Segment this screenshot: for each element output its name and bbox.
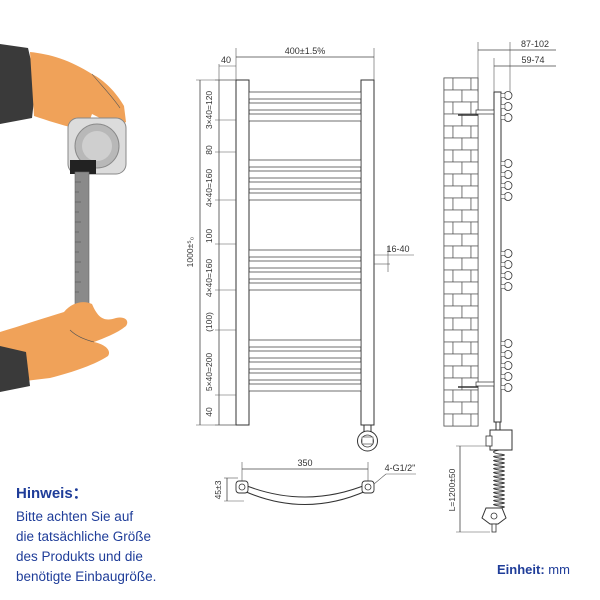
segment-5: 4×40=160: [204, 259, 214, 298]
unit-value: mm: [548, 562, 570, 577]
hint-line-2: die tatsächliche Größe: [16, 529, 152, 544]
front-view: 400±1.5% 40 1000±⁵₀ 3×40=120 80 4×40=160…: [185, 46, 414, 452]
towel-bar: [248, 372, 362, 381]
towel-bar: [248, 350, 362, 359]
segment-8: 40: [204, 407, 214, 417]
measuring-tape-illustration: [0, 44, 128, 392]
right-upright: [360, 79, 375, 426]
towel-bar: [248, 113, 362, 122]
towel-bar: [248, 383, 362, 392]
side-profile: [493, 91, 502, 423]
towel-bar: [248, 282, 362, 291]
side-offset-dimension: 16-40: [386, 244, 409, 254]
depth-total-dimension: 87-102: [521, 39, 549, 49]
segment-1: 3×40=120: [204, 91, 214, 130]
heating-element-side: [489, 429, 513, 451]
cable-length-dimension: L=1200±50: [447, 468, 457, 511]
hint-line-3: des Produkts und die: [16, 549, 143, 564]
depth-inner-dimension: 59-74: [521, 55, 544, 65]
top-view: 350 4-G1/2" 45±3: [213, 458, 416, 505]
towel-bar: [248, 339, 362, 348]
top-offset-dimension: 40: [221, 55, 231, 65]
front-bars: [248, 91, 362, 392]
height-dimension: 1000±⁵₀: [185, 236, 195, 267]
connection-size-label: 4-G1/2": [385, 463, 416, 473]
segment-3: 4×40=160: [204, 169, 214, 208]
hint-body: Bitte achten Sie auf die tatsächliche Gr…: [16, 507, 226, 587]
towel-bar: [248, 271, 362, 280]
top-view-height-dimension: 45±3: [213, 480, 223, 499]
towel-bar: [248, 361, 362, 370]
towel-bar: [248, 249, 362, 258]
segment-2: 80: [204, 145, 214, 155]
segment-7: 5×40=200: [204, 353, 214, 392]
side-view: 87-102 59-74 L=1200±50: [443, 39, 556, 533]
segment-6: (100): [204, 312, 214, 332]
towel-bar: [248, 102, 362, 111]
towel-bar: [248, 192, 362, 201]
segment-4: 100: [204, 229, 214, 243]
center-distance-dimension: 350: [297, 458, 312, 468]
towel-bar: [248, 260, 362, 269]
towel-bar: [248, 181, 362, 190]
hint-line-4: benötigte Einbaugröße.: [16, 569, 157, 584]
brick-wall: [443, 77, 479, 427]
unit-label: Einheit: mm: [497, 562, 570, 577]
towel-bar: [248, 159, 362, 168]
hint-title: Hinweis：: [16, 485, 88, 502]
hint-note: Hinweis： Bitte achten Sie auf die tatsäc…: [16, 482, 226, 587]
towel-bar: [248, 91, 362, 100]
unit-key: Einheit:: [497, 562, 545, 577]
hint-line-1: Bitte achten Sie auf: [16, 509, 134, 524]
towel-bar: [248, 170, 362, 179]
left-upright: [235, 79, 250, 426]
width-dimension: 400±1.5%: [285, 46, 325, 56]
